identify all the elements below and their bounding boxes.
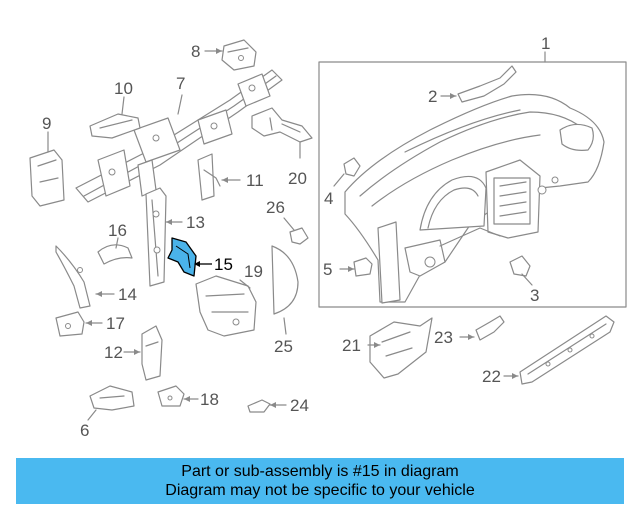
- part-3-clip[interactable]: [509, 255, 533, 286]
- part-6-bracket[interactable]: [87, 385, 135, 421]
- part-11-bracket[interactable]: [197, 153, 241, 201]
- part-9-bracket[interactable]: [29, 131, 65, 207]
- callout-24: 24: [290, 396, 309, 415]
- callout-7: 7: [176, 74, 185, 93]
- cross-car-beam[interactable]: [75, 69, 283, 203]
- callout-13: 13: [186, 213, 205, 232]
- part-16-trim[interactable]: [97, 237, 133, 265]
- callout-10: 10: [114, 79, 133, 98]
- part-21-duct[interactable]: [367, 317, 433, 379]
- part-10-bracket[interactable]: [89, 96, 141, 139]
- callout-25: 25: [274, 337, 293, 356]
- dashboard-group-box: [318, 61, 627, 308]
- part-23-bracket[interactable]: [459, 315, 505, 341]
- callout-19: 19: [244, 262, 263, 281]
- part-26-clip[interactable]: [283, 217, 309, 245]
- callout-18: 18: [200, 390, 219, 409]
- part-18-clip[interactable]: [157, 385, 199, 407]
- part-20-brace[interactable]: [251, 107, 313, 159]
- part-19-bracket[interactable]: [195, 275, 257, 337]
- callout-2: 2: [428, 87, 437, 106]
- callout-17: 17: [106, 314, 125, 333]
- caption-disclaimer-line: Diagram may not be specific to your vehi…: [165, 482, 475, 499]
- callout-26: 26: [266, 198, 285, 217]
- part-2-duct[interactable]: [440, 65, 517, 103]
- dashboard-assembly[interactable]: [318, 51, 627, 308]
- part-4-clip[interactable]: [333, 157, 361, 187]
- part-5-clip[interactable]: [339, 257, 373, 277]
- callout-8: 8: [191, 42, 200, 61]
- callout-14: 14: [118, 285, 137, 304]
- callout-22: 22: [482, 367, 501, 386]
- diagram-caption-banner: Part or sub-assembly is #15 in diagram D…: [16, 458, 624, 504]
- caption-part-line: Part or sub-assembly is #15 in diagram: [181, 463, 459, 480]
- callout-16: 16: [108, 221, 127, 240]
- callout-15-highlighted: 15: [214, 255, 233, 274]
- callout-4: 4: [324, 189, 333, 208]
- part-13-pillar[interactable]: [145, 187, 183, 287]
- part-15-bracket-highlighted[interactable]: [167, 237, 212, 277]
- part-25-end-cap[interactable]: [271, 245, 299, 335]
- part-8-bracket[interactable]: [204, 39, 257, 71]
- callout-3: 3: [530, 286, 539, 305]
- part-14-panel[interactable]: [55, 245, 115, 309]
- part-17-bracket[interactable]: [55, 311, 103, 337]
- part-12-bracket[interactable]: [123, 325, 163, 381]
- callout-20: 20: [288, 169, 307, 188]
- parts-diagram: 1 2 3 4 5 6 7 8 9 10 11 12 13 14 15 16 1…: [29, 34, 627, 440]
- part-24-clip[interactable]: [247, 399, 287, 413]
- callout-21: 21: [342, 336, 361, 355]
- callout-6: 6: [80, 421, 89, 440]
- callout-5: 5: [323, 260, 332, 279]
- callout-23: 23: [434, 328, 453, 347]
- callout-1: 1: [541, 34, 550, 53]
- callout-9: 9: [42, 114, 51, 133]
- callout-11: 11: [246, 171, 264, 190]
- part-22-crossmember[interactable]: [503, 315, 615, 385]
- callout-12: 12: [104, 343, 123, 362]
